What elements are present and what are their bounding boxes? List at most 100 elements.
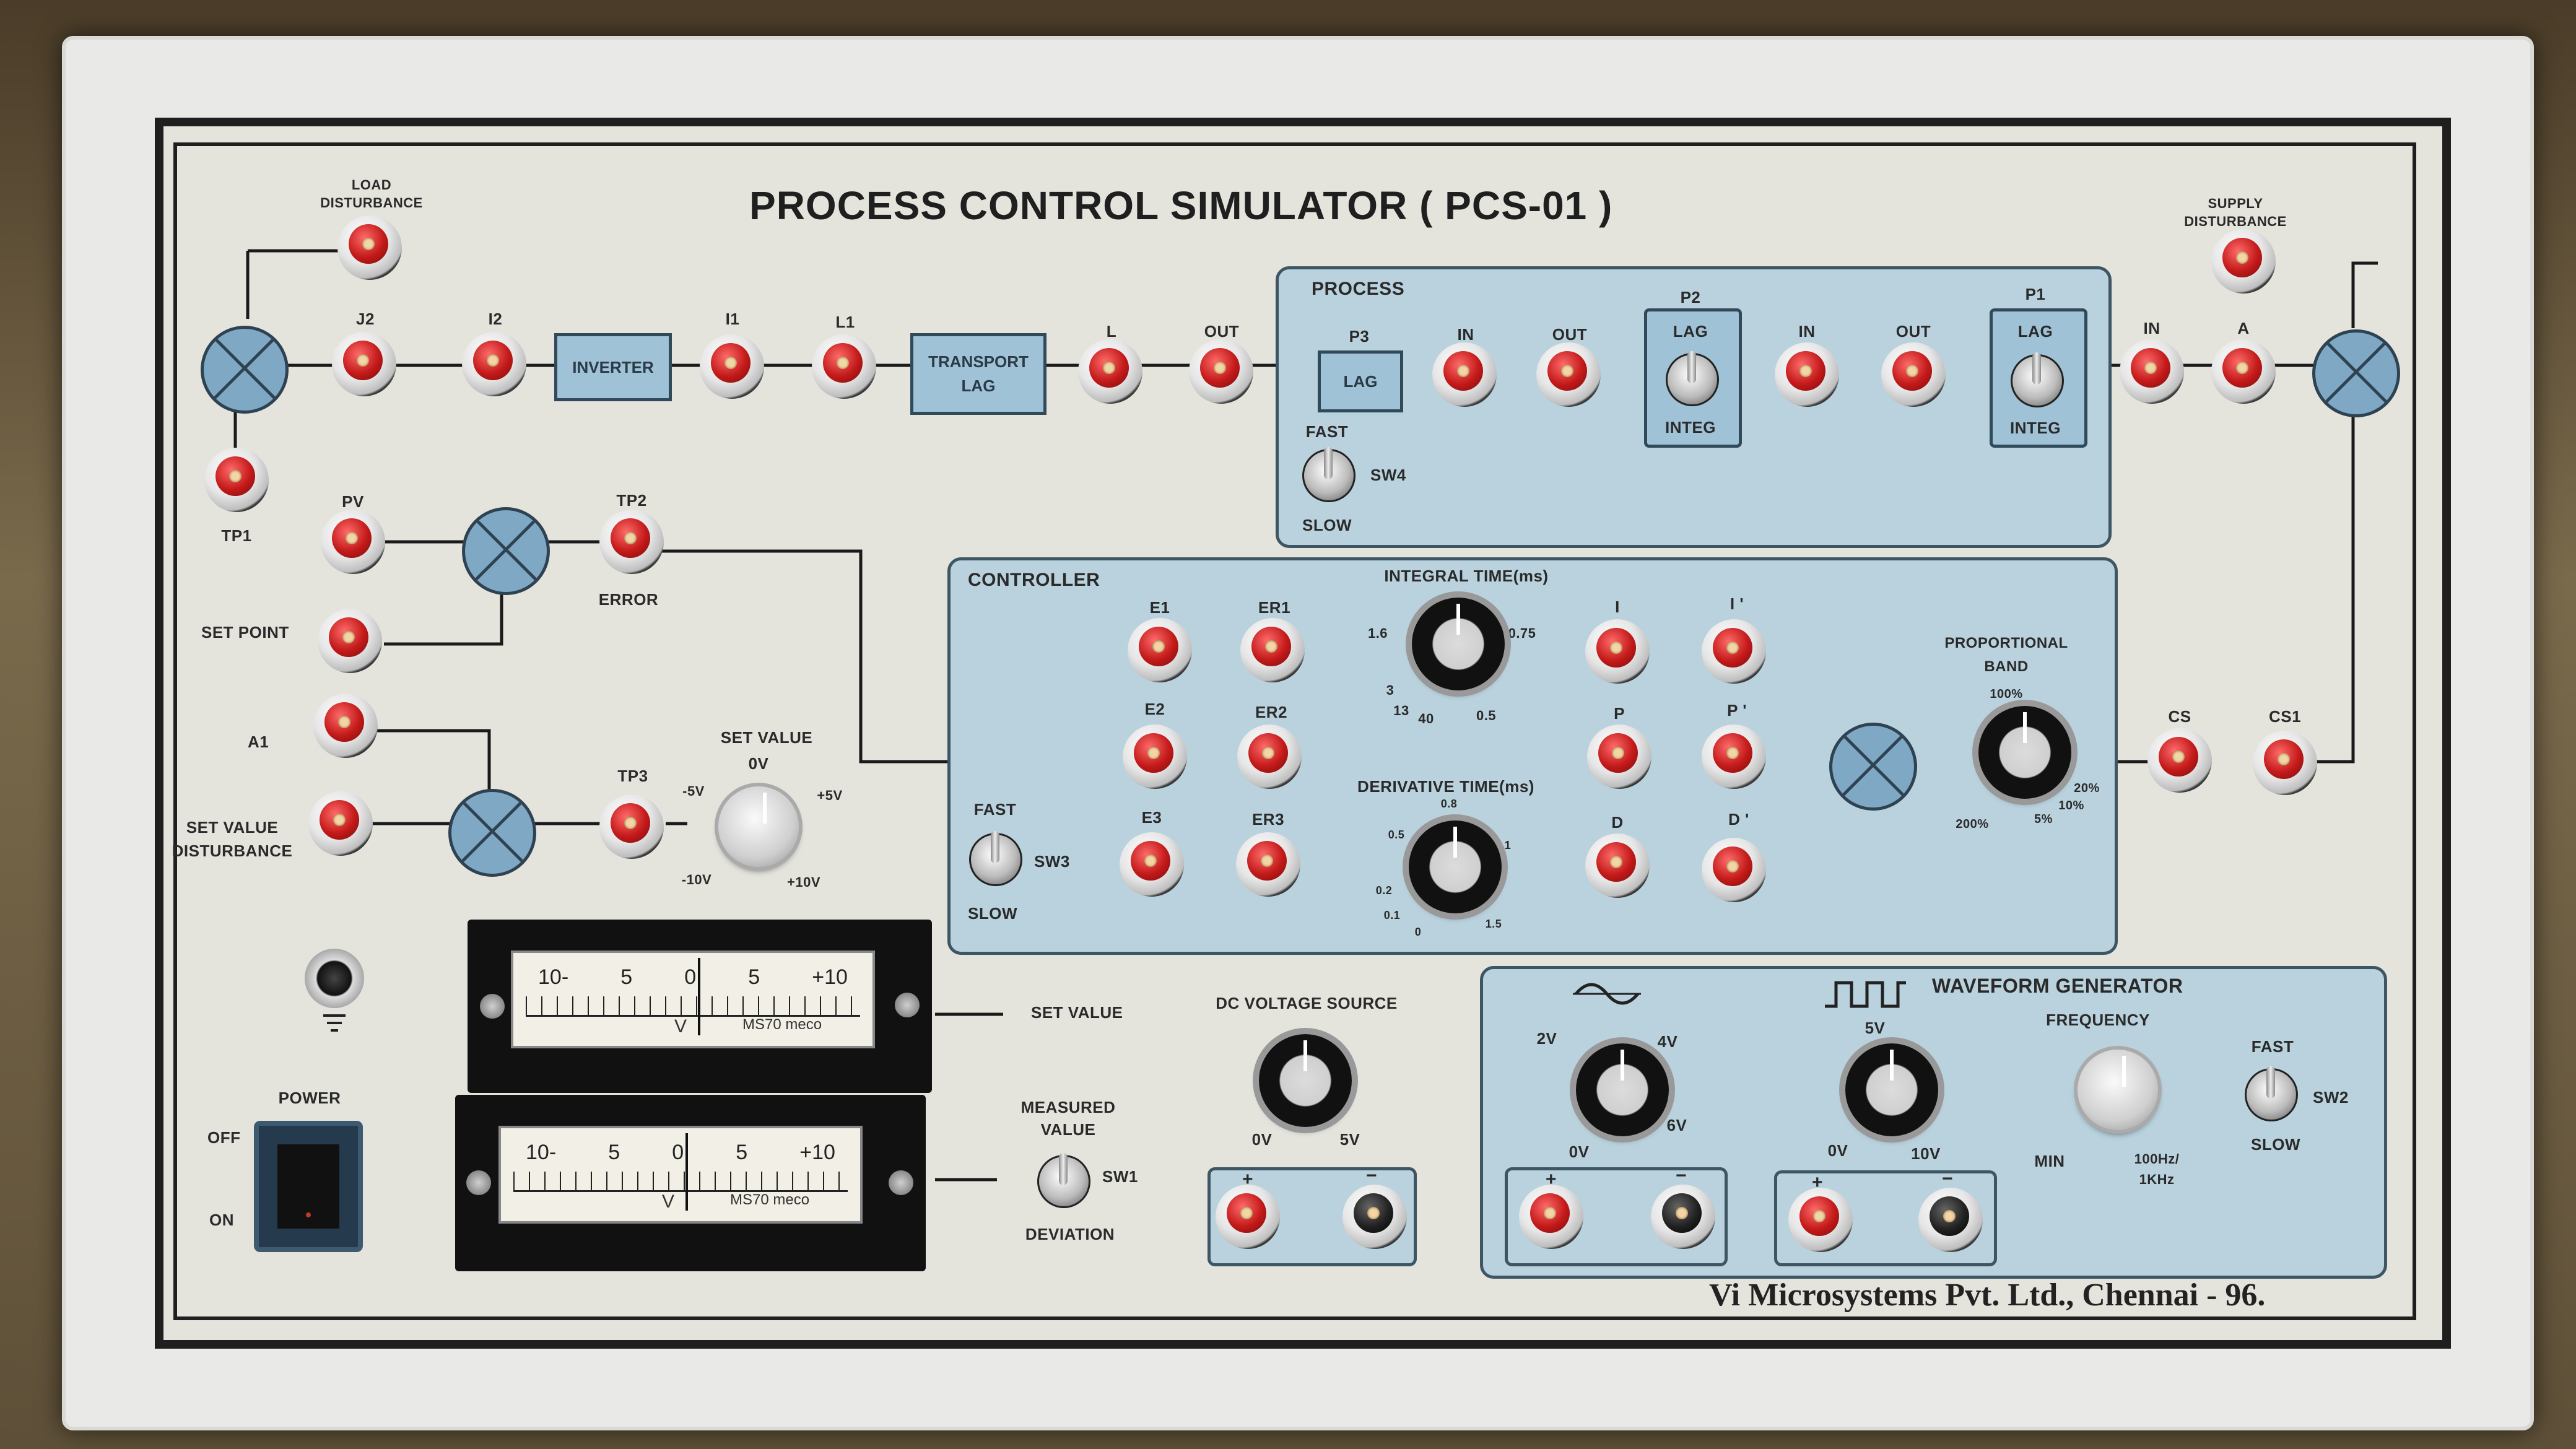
ground-jack[interactable] — [305, 949, 364, 1008]
dt-0-5-label: 0.5 — [1388, 829, 1405, 841]
e3-jack[interactable] — [1120, 832, 1184, 897]
sv-0v-label: 0V — [748, 754, 769, 773]
sv-p5-label: +5V — [817, 788, 843, 803]
amp1-4v-label: 4V — [1657, 1032, 1678, 1051]
derivative-time-label: DERIVATIVE TIME(ms) — [1357, 777, 1534, 796]
meter2-scale-m5: 5 — [608, 1141, 620, 1164]
sine-plus-label: + — [1545, 1169, 1557, 1190]
waveform-generator-title: WAVEFORM GENERATOR — [1932, 975, 2183, 997]
process-out3-label: OUT — [1895, 322, 1931, 341]
l-jack[interactable] — [1078, 339, 1142, 404]
supply-disturbance-jack[interactable] — [2211, 229, 2276, 294]
er3-jack[interactable] — [1236, 832, 1300, 897]
a1-jack[interactable] — [313, 694, 378, 758]
meter1-scale-m5: 5 — [620, 965, 633, 989]
square-negative-jack[interactable] — [1918, 1188, 1983, 1252]
i-jack[interactable] — [1585, 619, 1650, 684]
sine-positive-jack[interactable] — [1519, 1185, 1583, 1249]
set-value-disturbance-jack[interactable] — [308, 791, 373, 856]
e2-jack[interactable] — [1123, 724, 1187, 789]
supply-disturbance-label: SUPPLY DISTURBANCE — [2184, 196, 2287, 229]
a-jack[interactable] — [2211, 339, 2276, 404]
sw2-slow-label: SLOW — [2251, 1135, 2300, 1154]
pb-5-label: 5% — [2034, 812, 2053, 826]
proportional-band-knob[interactable] — [1978, 706, 2071, 799]
set-value-meter-label: SET VALUE — [1031, 1003, 1123, 1022]
power-switch[interactable] — [254, 1121, 363, 1252]
tp2-label: TP2 — [616, 491, 647, 510]
tp1-jack[interactable] — [204, 448, 269, 512]
manufacturer-footer: Vi Microsystems Pvt. Ltd., Chennai - 96. — [1709, 1277, 2266, 1313]
frequency-knob[interactable] — [2078, 1050, 2158, 1130]
e1-jack[interactable] — [1128, 618, 1192, 682]
dc-positive-jack[interactable] — [1216, 1185, 1280, 1249]
sw3-fast-label: FAST — [973, 800, 1017, 819]
i-prime-jack[interactable] — [1702, 619, 1766, 684]
sw4-toggle[interactable] — [1302, 447, 1355, 502]
dc-0v-label: 0V — [1251, 1130, 1273, 1149]
i1-jack[interactable] — [700, 334, 764, 399]
p2-lag-label: LAG — [1673, 322, 1708, 341]
er2-label: ER2 — [1255, 703, 1288, 721]
meter1-unit: V — [674, 1016, 687, 1037]
set-value-knob[interactable] — [718, 786, 799, 867]
er1-jack[interactable] — [1240, 618, 1305, 682]
power-rocker[interactable] — [277, 1144, 339, 1229]
pv-label: PV — [342, 492, 364, 511]
e1-label: E1 — [1149, 598, 1170, 617]
amp1-6v-label: 6V — [1666, 1116, 1687, 1134]
cs-jack[interactable] — [2147, 728, 2212, 793]
p2-lag-integ-switch[interactable] — [1666, 351, 1719, 406]
d-prime-jack[interactable] — [1702, 838, 1766, 902]
sw1-toggle[interactable] — [1037, 1153, 1090, 1208]
it-13-label: 13 — [1393, 703, 1409, 718]
p-jack[interactable] — [1587, 724, 1651, 789]
process-out3-jack[interactable] — [1881, 342, 1946, 407]
load-disturbance-jack[interactable] — [337, 215, 402, 280]
tp2-jack[interactable] — [599, 510, 664, 574]
tp3-jack[interactable] — [599, 794, 664, 859]
sw3-toggle[interactable] — [969, 831, 1022, 886]
p-prime-label: P ' — [1727, 701, 1747, 720]
p1-lag-integ-switch[interactable] — [2011, 352, 2064, 407]
dc-minus-label: − — [1365, 1165, 1378, 1186]
dc-negative-jack[interactable] — [1342, 1185, 1407, 1249]
pv-jack[interactable] — [321, 510, 385, 574]
j2-jack[interactable] — [332, 332, 396, 396]
process-out2-jack[interactable] — [1536, 342, 1601, 407]
meter1-scale-m10: 10- — [538, 965, 569, 989]
set-point-jack[interactable] — [318, 609, 382, 673]
it-3-label: 3 — [1386, 682, 1395, 698]
process-in2-jack[interactable] — [1775, 342, 1839, 407]
square-amplitude-knob[interactable] — [1845, 1043, 1938, 1136]
summing-junction-supply — [2312, 329, 2400, 417]
tp3-label: TP3 — [617, 767, 648, 785]
derivative-time-knob[interactable] — [1409, 820, 1502, 913]
meter1-needle — [698, 958, 700, 1035]
sw2-toggle[interactable] — [2245, 1066, 2298, 1121]
p-prime-jack[interactable] — [1702, 724, 1766, 789]
dt-0-label: 0 — [1414, 926, 1422, 938]
sine-amplitude-knob[interactable] — [1576, 1043, 1669, 1136]
pb-20-label: 20% — [2074, 781, 2100, 795]
l1-jack[interactable] — [812, 334, 876, 399]
dt-1-5-label: 1.5 — [1485, 918, 1502, 930]
process-in3-jack[interactable] — [2120, 339, 2184, 404]
d-jack[interactable] — [1585, 833, 1650, 898]
square-positive-jack[interactable] — [1788, 1188, 1853, 1252]
pb-10-label: 10% — [2058, 799, 2084, 812]
i2-jack[interactable] — [462, 332, 526, 396]
error-label: ERROR — [598, 590, 659, 609]
dc-voltage-knob[interactable] — [1259, 1034, 1352, 1127]
integral-time-knob[interactable] — [1412, 598, 1505, 690]
process-in1-jack[interactable] — [1432, 342, 1497, 407]
sw2-label: SW2 — [2313, 1088, 2349, 1107]
square-minus-label: − — [1941, 1168, 1954, 1189]
cs1-jack[interactable] — [2253, 731, 2317, 795]
sw3-slow-label: SLOW — [968, 904, 1017, 923]
e2-label: E2 — [1144, 700, 1165, 718]
er2-jack[interactable] — [1237, 724, 1302, 789]
dc-voltage-source-label: DC VOLTAGE SOURCE — [1216, 994, 1398, 1012]
sine-negative-jack[interactable] — [1651, 1185, 1715, 1249]
out-jack[interactable] — [1189, 339, 1253, 404]
